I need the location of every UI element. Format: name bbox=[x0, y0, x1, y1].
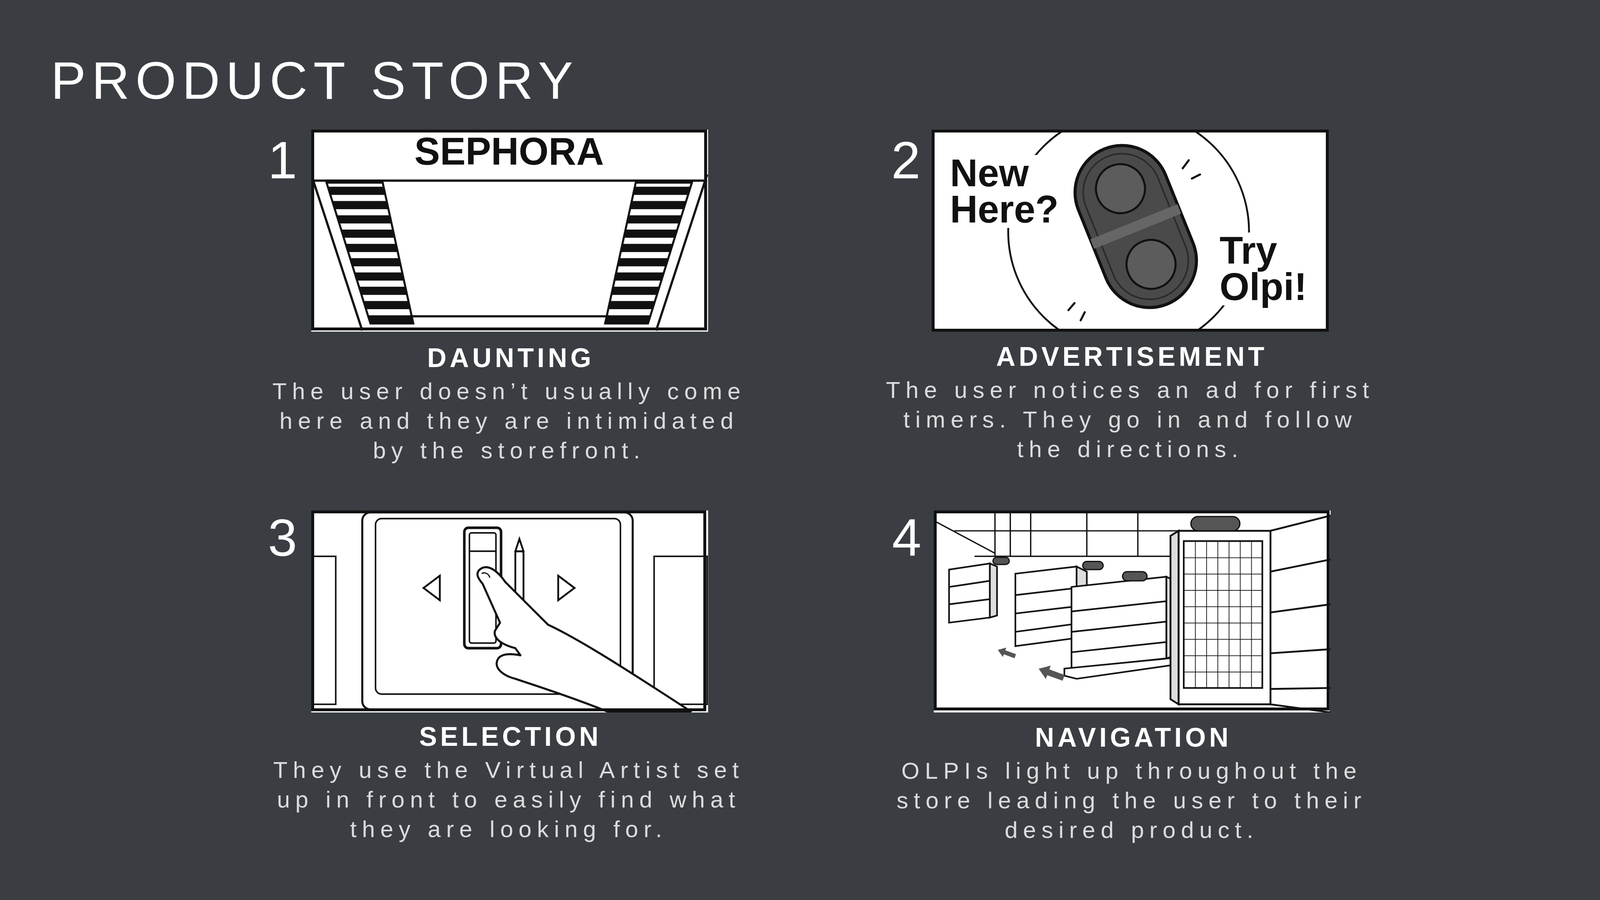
store-sign: SEPHORA bbox=[400, 134, 618, 169]
panel-ground bbox=[311, 510, 709, 713]
ad-text: New Here? bbox=[950, 155, 1067, 228]
panel-caption: NAVIGATION OLPIs light up throughout the … bbox=[885, 724, 1378, 845]
panel-heading: NAVIGATION bbox=[885, 724, 1378, 751]
storefront-sketch bbox=[311, 129, 709, 332]
shelf-unit bbox=[949, 563, 998, 623]
panel-description: The user doesn’t usually come here and t… bbox=[263, 376, 755, 465]
side-panel bbox=[654, 556, 708, 705]
panel-ground bbox=[311, 129, 709, 332]
floor-arrows bbox=[996, 645, 1067, 685]
panel-ground bbox=[933, 510, 1331, 713]
callout-number: 2 bbox=[857, 134, 921, 187]
display-tower bbox=[1170, 515, 1331, 713]
callout-number: 4 bbox=[858, 511, 922, 565]
olpi-devices bbox=[992, 516, 1240, 581]
ad-text: Try Olpi! bbox=[1219, 232, 1316, 306]
floor-line bbox=[409, 315, 610, 318]
panel-caption: SELECTION They use the Virtual Artist set… bbox=[262, 723, 755, 844]
striped-pillar bbox=[605, 182, 692, 324]
panel-ground bbox=[931, 129, 1329, 332]
right-arrow bbox=[558, 575, 575, 601]
panel-caption: DAUNTING The user doesn’t usually come he… bbox=[263, 344, 755, 465]
striped-pillar bbox=[326, 182, 414, 324]
ceiling-line bbox=[311, 179, 708, 182]
panel-description: They use the Virtual Artist set up in fr… bbox=[262, 755, 755, 844]
kiosk-sketch bbox=[311, 510, 709, 713]
slide-title: PRODUCT STORY bbox=[50, 54, 579, 108]
olpi-device bbox=[1060, 131, 1211, 322]
panel-description: The user notices an ad for first timers.… bbox=[884, 375, 1377, 464]
panel-heading: DAUNTING bbox=[263, 344, 755, 372]
store-aisle-sketch bbox=[933, 510, 1331, 713]
fingernail bbox=[481, 572, 490, 578]
shelf-unit bbox=[1064, 576, 1184, 679]
advert-sketch bbox=[931, 111, 1329, 353]
callout-number: 3 bbox=[234, 511, 298, 565]
panel-heading: SELECTION bbox=[262, 723, 755, 750]
hand bbox=[477, 567, 691, 712]
left-arrow bbox=[423, 575, 440, 601]
storyboard-frame: NAVIGATIONOLPIs light up throughout the … bbox=[933, 510, 1330, 711]
panel-heading: ADVERTISEMENT bbox=[884, 343, 1377, 370]
side-panel bbox=[311, 556, 336, 705]
callout-number: 1 bbox=[234, 134, 298, 187]
motion-ticks bbox=[1068, 160, 1200, 320]
ceiling-structure bbox=[933, 510, 1179, 557]
panel-description: OLPIs light up throughout the store lead… bbox=[885, 755, 1378, 845]
storyboard-frame: SELECTIONThey use the Virtual Artist set… bbox=[311, 510, 707, 712]
panel-caption: ADVERTISEMENT The user notices an ad for … bbox=[884, 343, 1377, 464]
